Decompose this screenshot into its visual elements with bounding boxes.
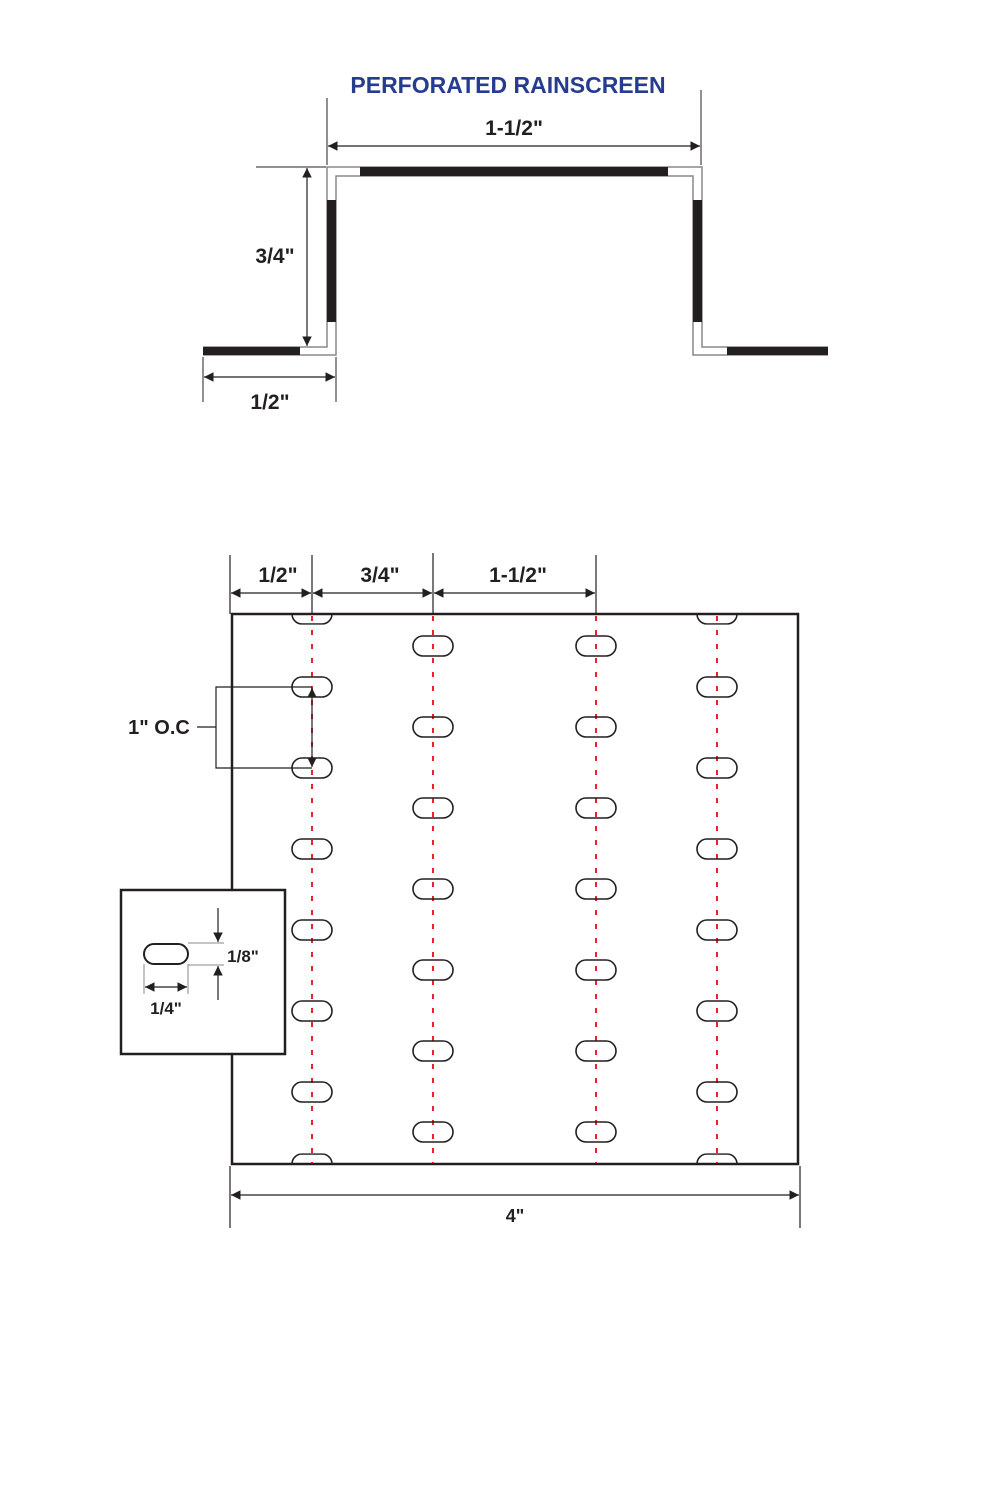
perforation-slot: [575, 959, 617, 981]
perforation-slot: [575, 716, 617, 738]
perforation-slot: [696, 919, 738, 941]
perforation-slot: [412, 959, 454, 981]
perforation-slot: [412, 1121, 454, 1143]
perforation-slot: [575, 797, 617, 819]
perforation-slot: [291, 1081, 333, 1103]
perforation-slot: [412, 635, 454, 657]
left-flange-solid: [203, 347, 300, 355]
perforation-slot: [291, 1000, 333, 1022]
perforation-slot: [412, 797, 454, 819]
offset-label-1: 1/2": [258, 564, 297, 587]
perforation-slot: [575, 1040, 617, 1062]
left-web-solid: [327, 200, 336, 322]
detail-slot: [143, 943, 189, 965]
height-label: 3/4": [255, 245, 294, 268]
right-flange-solid: [727, 347, 828, 355]
slot-detail-inset: [119, 888, 287, 1056]
perforation-slot: [575, 1121, 617, 1143]
spacing-label: 1" O.C: [128, 717, 190, 739]
perforation-slot: [291, 919, 333, 941]
perforation-slot: [291, 838, 333, 860]
slot-height-label: 1/8": [227, 947, 259, 966]
right-web-solid: [693, 200, 702, 322]
flange-label: 1/2": [250, 391, 289, 414]
perforation-slot: [696, 757, 738, 779]
perforation-slot: [696, 1081, 738, 1103]
total-width-label: 4": [506, 1206, 525, 1226]
width-label: 1-1/2": [485, 117, 543, 140]
perforation-slot: [412, 878, 454, 900]
perforation-slot: [696, 838, 738, 860]
perforation-slot: [696, 1000, 738, 1022]
offset-label-3: 1-1/2": [489, 564, 547, 587]
panel-section: 1/2" 3/4" 1-1/2" 1" O.C 4" 1/8" 1/4": [119, 553, 801, 1228]
perforation-slot: [696, 676, 738, 698]
profile-section: 1-1/2" 3/4" 1/2": [202, 90, 828, 414]
top-face-solid: [360, 167, 668, 176]
profile-outline: [203, 166, 828, 356]
perforation-slot: [412, 716, 454, 738]
diagram-title: PERFORATED RAINSCREEN: [350, 72, 665, 98]
perforation-slot: [575, 878, 617, 900]
perforation-slot: [575, 635, 617, 657]
spacing-bracket: [197, 686, 312, 769]
perforation-slot: [412, 1040, 454, 1062]
slot-width-label: 1/4": [150, 999, 182, 1018]
offset-label-2: 3/4": [360, 564, 399, 587]
